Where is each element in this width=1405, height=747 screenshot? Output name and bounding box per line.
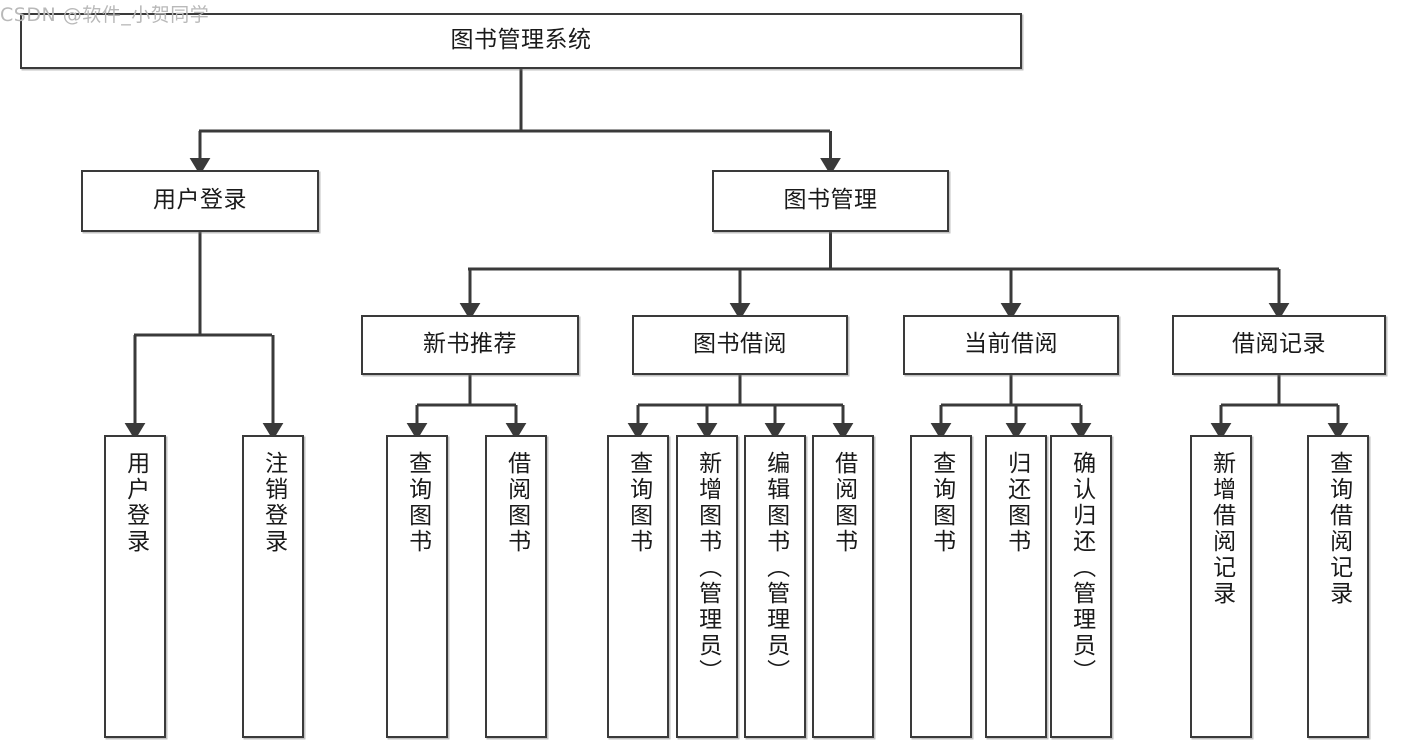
- node-level3-3[interactable]: 借阅记录: [1172, 315, 1386, 375]
- node-label: 借阅图书: [830, 451, 857, 555]
- node-leaves-12[interactable]: 查询借阅记录: [1307, 435, 1369, 738]
- node-level3-1[interactable]: 图书借阅: [632, 315, 848, 375]
- node-label: 图书管理系统: [450, 27, 592, 54]
- node-label: 查询图书: [625, 451, 652, 555]
- node-level3-2[interactable]: 当前借阅: [903, 315, 1119, 375]
- node-label: 查询图书: [404, 451, 431, 555]
- node-label: 借阅记录: [1232, 331, 1326, 358]
- node-label: 借阅图书: [503, 451, 530, 555]
- node-leaves-9[interactable]: 归还图书: [985, 435, 1047, 738]
- node-label: 当前借阅: [964, 331, 1058, 358]
- node-label: 用户登录: [153, 187, 247, 214]
- node-label: 图书借阅: [693, 331, 787, 358]
- node-label: 新书推荐: [423, 331, 517, 358]
- node-label: 查询图书: [928, 451, 955, 555]
- node-level3-0[interactable]: 新书推荐: [361, 315, 579, 375]
- node-label: 注销登录: [260, 451, 287, 555]
- node-leaves-3[interactable]: 借阅图书: [485, 435, 547, 738]
- node-label: 用户登录: [122, 451, 149, 555]
- node-label: 图书管理: [783, 187, 878, 214]
- node-leaves-5[interactable]: 新增图书（管理员）: [676, 435, 738, 738]
- node-leaves-2[interactable]: 查询图书: [386, 435, 448, 738]
- node-leaves-0[interactable]: 用户登录: [104, 435, 166, 738]
- node-level2-1[interactable]: 图书管理: [712, 170, 949, 232]
- node-label: 新增图书（管理员）: [694, 451, 721, 685]
- node-root-null[interactable]: 图书管理系统: [20, 13, 1022, 69]
- node-label: 编辑图书（管理员）: [762, 451, 789, 685]
- node-label: 归还图书: [1003, 451, 1030, 555]
- node-leaves-11[interactable]: 新增借阅记录: [1190, 435, 1252, 738]
- node-label: 新增借阅记录: [1208, 451, 1235, 607]
- node-leaves-6[interactable]: 编辑图书（管理员）: [744, 435, 806, 738]
- watermark: CSDN @软件_小贺同学: [0, 4, 210, 26]
- node-leaves-4[interactable]: 查询图书: [607, 435, 669, 738]
- node-label: 查询借阅记录: [1325, 451, 1352, 607]
- node-leaves-7[interactable]: 借阅图书: [812, 435, 874, 738]
- node-label: 确认归还（管理员）: [1068, 451, 1095, 685]
- node-leaves-10[interactable]: 确认归还（管理员）: [1050, 435, 1112, 738]
- node-level2-0[interactable]: 用户登录: [81, 170, 319, 232]
- node-leaves-8[interactable]: 查询图书: [910, 435, 972, 738]
- node-leaves-1[interactable]: 注销登录: [242, 435, 304, 738]
